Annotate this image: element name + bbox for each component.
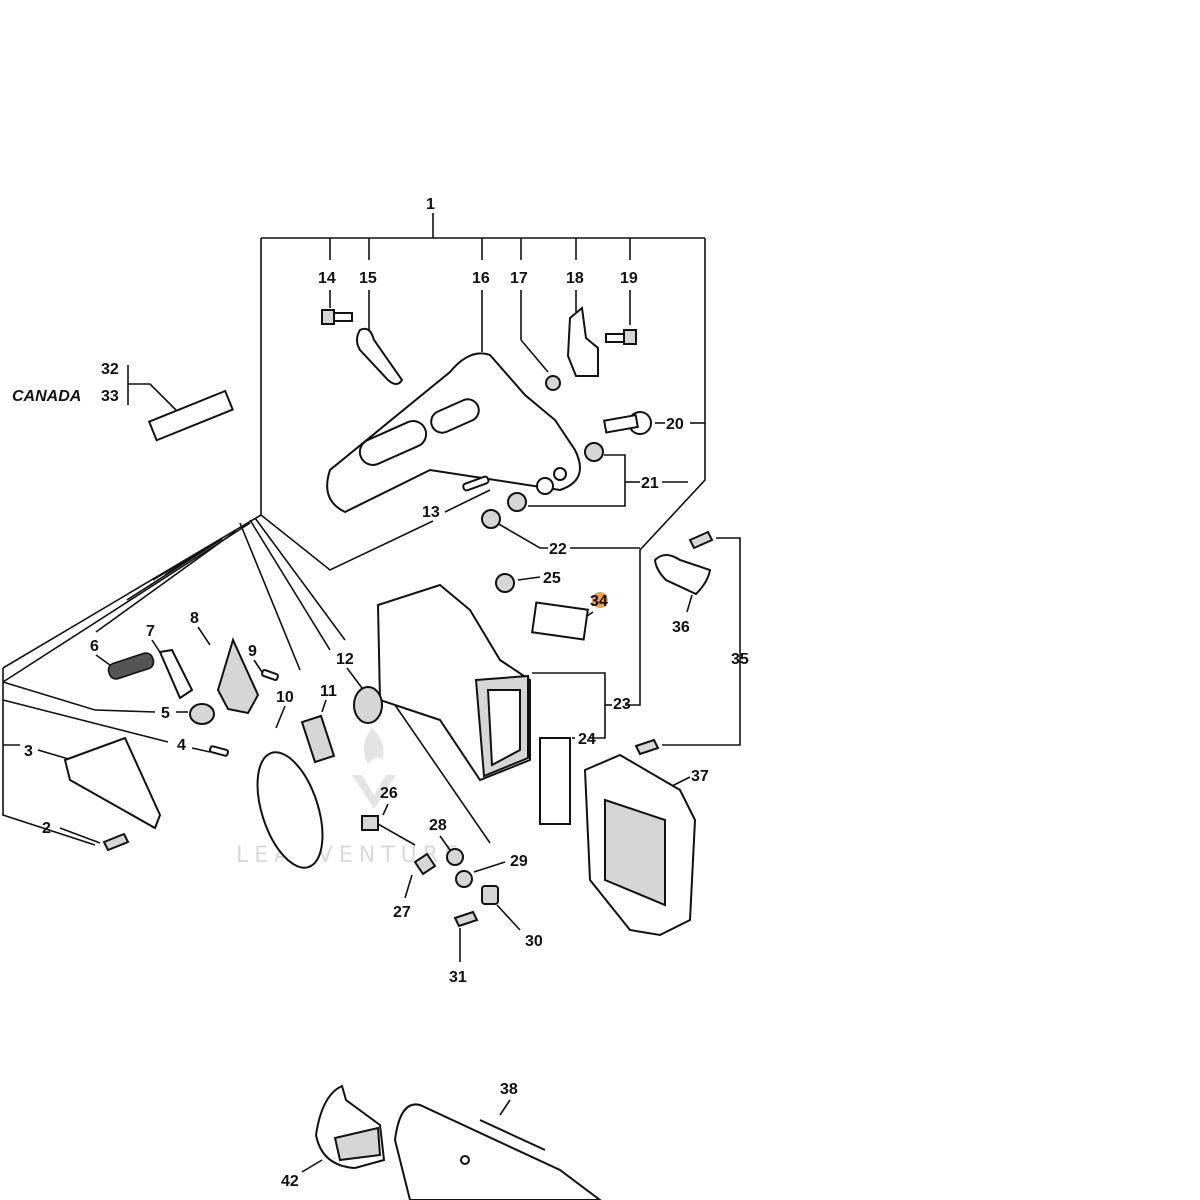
bolt-14-part (321, 309, 353, 325)
callout-11: 11 (320, 683, 337, 700)
callout-13: 13 (422, 504, 440, 521)
callout-33: 33 (101, 388, 119, 405)
watermark-logo (352, 728, 396, 809)
callout-35: 35 (731, 651, 749, 668)
callout-26: 26 (380, 785, 398, 802)
callout-42: 42 (281, 1173, 299, 1190)
callout-5: 5 (161, 705, 170, 722)
callout-10: 10 (276, 689, 294, 706)
canada-note: CANADA (12, 388, 81, 405)
callout-32: 32 (101, 361, 119, 378)
callout-27: 27 (393, 904, 411, 921)
nut-27-part (413, 852, 437, 876)
label-34-part (531, 601, 589, 641)
leader-lines (2, 213, 741, 1173)
pin-9-part (261, 669, 279, 681)
callout-29: 29 (510, 853, 528, 870)
callout-34-highlight (592, 592, 608, 608)
spring-clip-15-part (356, 327, 404, 385)
callout-12: 12 (336, 651, 354, 668)
callout-37: 37 (691, 768, 709, 785)
washer-21b-part (507, 492, 527, 512)
screw-2-part (102, 832, 130, 852)
callout-15: 15 (359, 270, 377, 287)
callout-24: 24 (578, 731, 596, 748)
label-24-part (539, 737, 571, 825)
screw-31-part (453, 910, 479, 928)
collar-5-part (189, 703, 215, 725)
guard-3-part (63, 736, 162, 830)
callout-21: 21 (641, 475, 659, 492)
tensioner-26-part (361, 815, 416, 846)
screw-35-part (634, 738, 660, 756)
guide-bar-38-part (393, 1103, 602, 1200)
spacer-11-part (300, 714, 336, 764)
callout-8: 8 (190, 610, 199, 627)
pin-4-part (208, 745, 230, 757)
nut-17-part (545, 375, 561, 391)
plate-8-part (216, 637, 260, 715)
callout-9: 9 (248, 643, 257, 660)
sprocket-cover-23-part (376, 583, 531, 782)
callout-17: 17 (510, 270, 528, 287)
callout-6: 6 (90, 638, 99, 655)
callout-20: 20 (666, 416, 684, 433)
callout-34: 34 (590, 593, 608, 610)
nut-28-part (446, 848, 464, 866)
nut-22-part (481, 509, 501, 529)
callout-38: 38 (500, 1081, 518, 1098)
brake-band-10-part (256, 751, 324, 869)
pin-13-part (462, 475, 490, 492)
callout-23: 23 (613, 696, 631, 713)
clip-30-part (481, 885, 499, 905)
label-32-33-part (147, 389, 234, 442)
screw-36-part (688, 530, 714, 550)
callout-36: 36 (672, 619, 690, 636)
lever-7-part (158, 648, 194, 700)
callout-28: 28 (429, 817, 447, 834)
bumper-42-part (314, 1084, 386, 1170)
chain-brake-handle-16-part (326, 352, 581, 514)
callout-labels: 1 2 3 4 5 6 7 8 9 10 11 12 13 14 15 16 1… (12, 196, 749, 1190)
callout-3: 3 (24, 743, 33, 760)
washer-21a-part (584, 442, 604, 462)
callout-18: 18 (566, 270, 584, 287)
callout-2: 2 (42, 820, 51, 837)
screw-19-part (605, 329, 637, 345)
bolt-20-part (603, 411, 652, 435)
callout-16: 16 (472, 270, 490, 287)
callout-19: 19 (620, 270, 638, 287)
callout-4: 4 (177, 737, 186, 754)
lever-36-part (653, 554, 712, 596)
callout-30: 30 (525, 933, 543, 950)
cover-37-part (583, 753, 697, 937)
callout-14: 14 (318, 270, 336, 287)
plate-18-part (566, 306, 599, 377)
callout-31: 31 (449, 969, 467, 986)
callout-1: 1 (426, 196, 435, 213)
callout-7: 7 (146, 623, 155, 640)
callout-25: 25 (543, 570, 561, 587)
sprocket-12-part (353, 686, 383, 724)
callout-22: 22 (549, 541, 567, 558)
nut-29-part (455, 870, 473, 888)
spring-6-part (107, 652, 155, 680)
nut-25-part (495, 573, 515, 593)
